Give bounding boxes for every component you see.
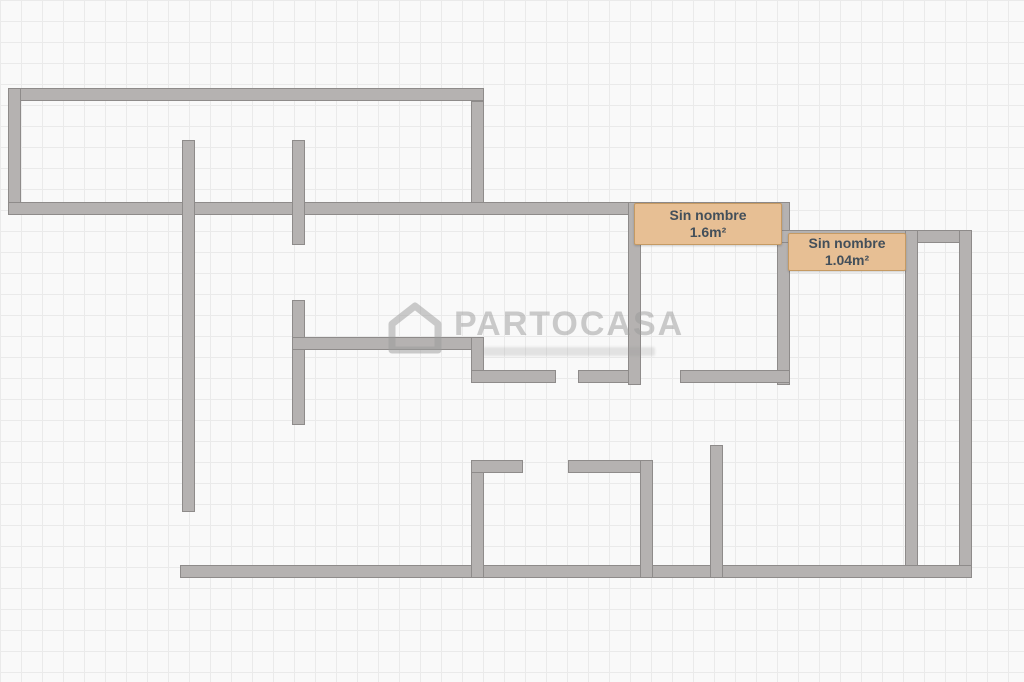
room-area: 1.04m² [824,252,870,268]
wall[interactable] [640,460,653,578]
wall[interactable] [180,565,972,578]
wall[interactable] [292,300,305,425]
room-name: Sin nombre [669,206,747,223]
room-name: Sin nombre [808,234,886,251]
wall[interactable] [471,460,523,473]
wall[interactable] [182,140,195,512]
wall[interactable] [680,370,790,383]
wall[interactable] [292,140,305,245]
wall[interactable] [471,370,556,383]
room-area: 1.6m² [689,224,727,240]
wall[interactable] [628,202,641,385]
wall[interactable] [710,445,723,578]
wall[interactable] [777,202,790,385]
